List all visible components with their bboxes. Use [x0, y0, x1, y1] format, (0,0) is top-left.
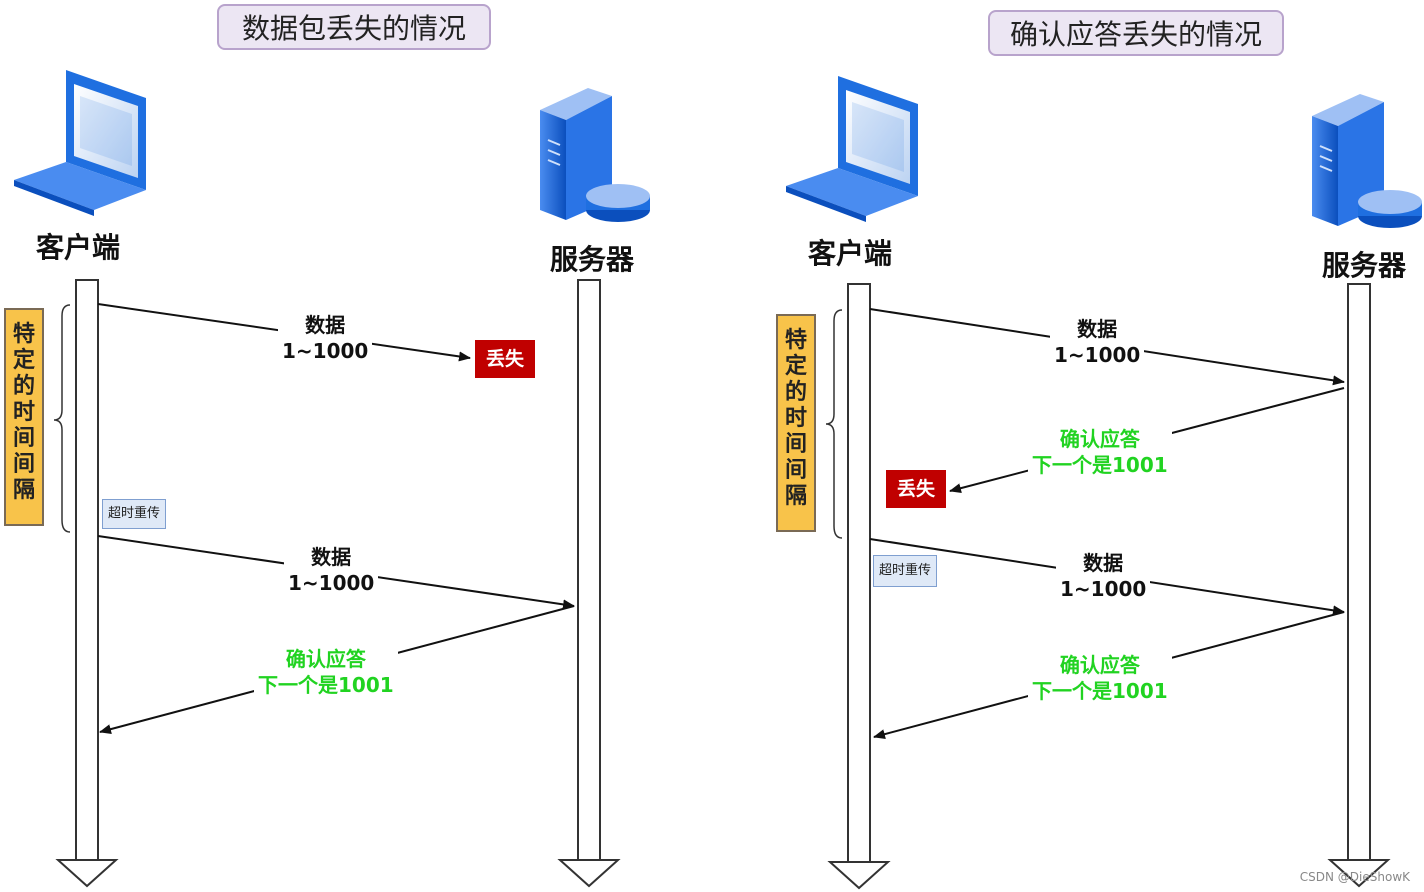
message-data: 数据 1~1000 [278, 312, 373, 364]
client-label: 客户端 [808, 237, 893, 270]
server-icon [540, 88, 650, 222]
message-line: 数据 [305, 313, 346, 337]
message-line: 数据 [311, 545, 352, 569]
message-data: 数据 1~1000 [284, 544, 379, 596]
message-line: 下一个是1001 [258, 673, 394, 697]
client-timeline [55, 279, 119, 888]
server-icon [1312, 94, 1422, 228]
message-ack: 确认应答 下一个是1001 [1028, 652, 1172, 704]
watermark: CSDN @DieShowK [1299, 870, 1410, 884]
message-line: 数据 [1077, 317, 1118, 341]
message-line: 1~1000 [1054, 343, 1141, 367]
message-ack: 确认应答 下一个是1001 [1028, 426, 1172, 478]
message-data: 数据 1~1000 [1050, 316, 1145, 368]
server-timeline [1327, 283, 1391, 888]
left-panel-title: 数据包丢失的情况 [217, 4, 491, 50]
lost-badge: 丢失 [886, 470, 946, 508]
message-line: 下一个是1001 [1032, 679, 1168, 703]
message-line: 1~1000 [282, 339, 369, 363]
server-label: 服务器 [550, 243, 635, 276]
server-label: 服务器 [1322, 249, 1407, 282]
server-timeline [557, 279, 621, 888]
message-line: 数据 [1083, 551, 1124, 575]
message-line: 确认应答 [1059, 653, 1140, 677]
interval-text: 特定的时间间隔 [12, 322, 35, 503]
message-line: 1~1000 [1060, 577, 1147, 601]
message-ack: 确认应答 下一个是1001 [254, 646, 398, 698]
message-data: 数据 1~1000 [1056, 550, 1151, 602]
message-line: 确认应答 [285, 647, 366, 671]
interval-text: 特定的时间间隔 [784, 328, 807, 509]
right-panel-title: 确认应答丢失的情况 [988, 10, 1284, 56]
retransmit-badge: 超时重传 [873, 555, 937, 587]
interval-label: 特定的时间间隔 [776, 314, 816, 532]
message-line: 下一个是1001 [1032, 453, 1168, 477]
interval-brace [53, 304, 71, 533]
client-label: 客户端 [36, 231, 121, 264]
message-line: 1~1000 [288, 571, 375, 595]
laptop-icon [786, 76, 918, 222]
retransmit-badge: 超时重传 [102, 499, 166, 529]
interval-label: 特定的时间间隔 [4, 308, 44, 526]
client-timeline [827, 283, 891, 890]
lost-badge: 丢失 [475, 340, 535, 378]
laptop-icon [14, 70, 146, 216]
message-line: 确认应答 [1059, 427, 1140, 451]
interval-brace [825, 309, 843, 539]
